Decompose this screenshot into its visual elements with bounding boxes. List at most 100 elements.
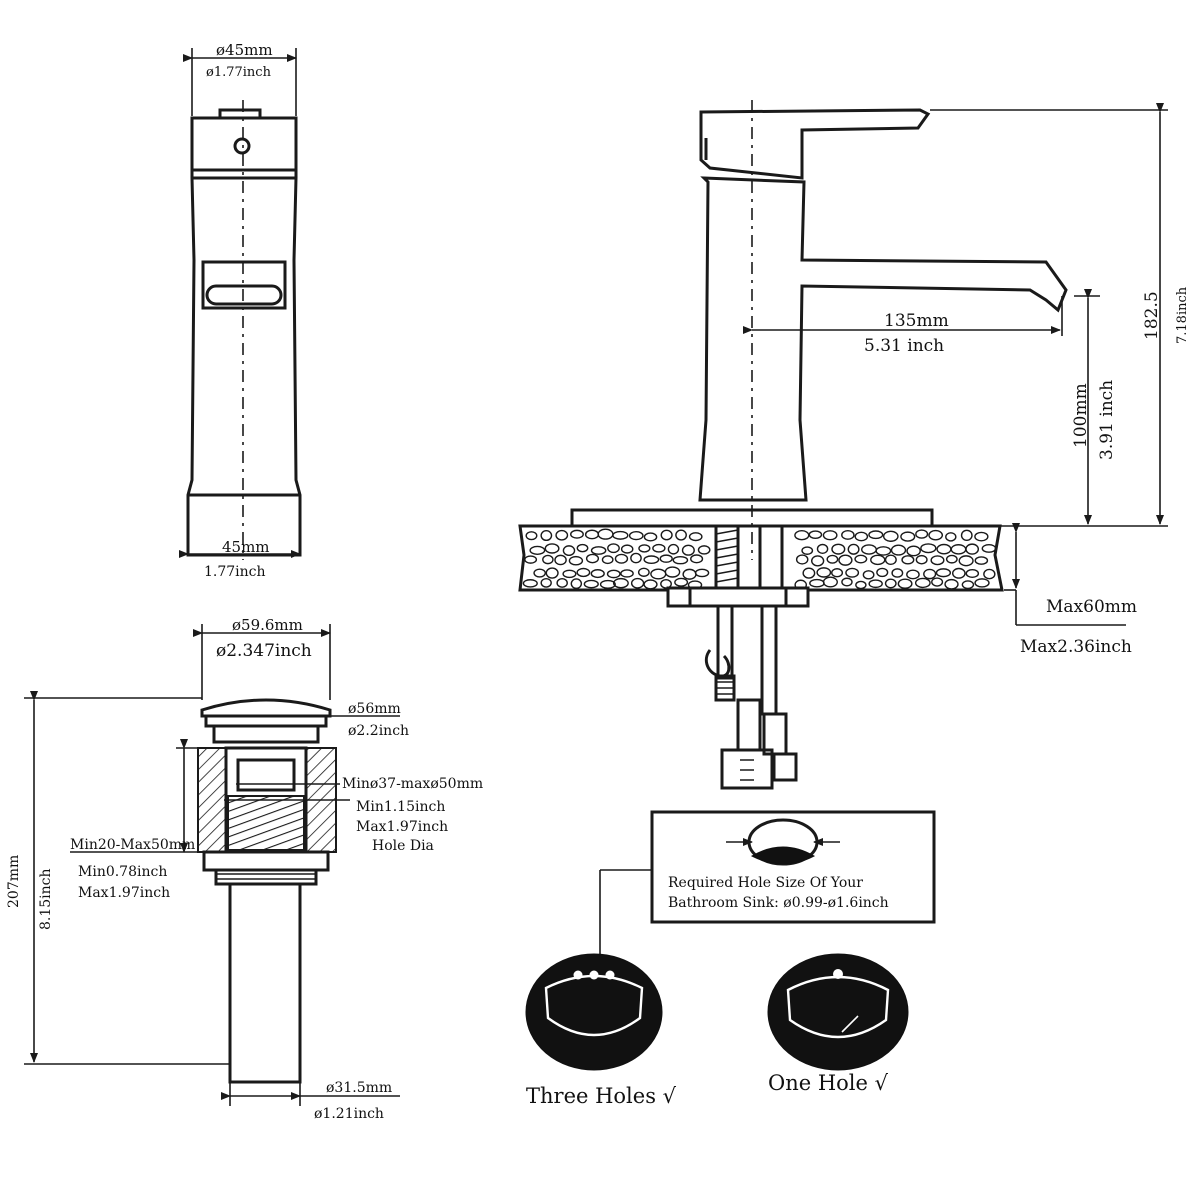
stone-texture — [802, 567, 816, 579]
stone-texture — [931, 577, 944, 587]
stone-texture — [688, 532, 703, 542]
stone-texture — [822, 576, 838, 588]
stone-texture — [900, 531, 916, 542]
stone-texture — [811, 555, 825, 567]
stone-texture — [855, 580, 867, 590]
drain-height-inch: 8.15inch — [38, 868, 54, 930]
stone-texture — [884, 578, 897, 589]
stone-texture — [847, 543, 860, 555]
stone-texture — [890, 544, 907, 556]
stone-texture — [822, 530, 838, 541]
stone-texture — [524, 555, 538, 564]
stone-texture — [841, 530, 855, 540]
stone-texture — [660, 579, 672, 589]
stone-texture — [682, 568, 697, 580]
stone-texture — [540, 530, 553, 542]
stone-texture — [606, 569, 621, 579]
stone-texture — [576, 567, 591, 578]
drain-cap-dia-inch: ø2.347inch — [216, 641, 312, 661]
sink-thickness-max-inch: Max1.97inch — [78, 885, 170, 901]
hole-min-inch: Min1.15inch — [356, 799, 445, 815]
reach-mm: 135mm — [884, 311, 949, 331]
deck-thickness-mm: Max60mm — [1046, 597, 1137, 617]
stone-texture — [958, 555, 974, 567]
stone-texture — [570, 529, 584, 539]
stone-texture — [826, 554, 839, 564]
stone-texture — [794, 530, 810, 541]
stone-texture — [882, 530, 899, 542]
total-height-mm: 182.5 — [1142, 291, 1162, 340]
sink-thickness-mm: Min20-Max50mm — [70, 837, 195, 853]
stone-texture — [638, 544, 651, 553]
stone-texture — [681, 544, 695, 556]
faucet-side-view: 135mm 5.31 inch 100mm 3.91 inch 182.5 7.… — [518, 100, 1190, 790]
stone-texture — [522, 579, 538, 588]
stone-texture — [915, 529, 929, 539]
drain-height-mm: 207mm — [6, 855, 22, 908]
stone-texture — [533, 568, 546, 578]
stone-texture — [974, 578, 990, 588]
stone-texture — [974, 556, 989, 565]
sink-thickness-min-inch: Min0.78inch — [78, 864, 167, 880]
stone-texture — [597, 528, 614, 540]
stone-texture — [590, 546, 607, 555]
stone-texture — [897, 578, 913, 589]
stone-texture — [841, 577, 853, 587]
stone-texture — [650, 568, 667, 580]
tailpiece-dia-inch: ø1.21inch — [314, 1106, 384, 1122]
stone-texture — [816, 543, 829, 555]
stone-texture — [930, 555, 945, 566]
top-diameter-mm: ø45mm — [216, 41, 273, 59]
stone-texture — [672, 555, 689, 565]
stone-texture — [861, 544, 877, 555]
stone-texture — [875, 546, 892, 556]
stone-texture — [562, 569, 577, 579]
total-height-inch: 7.18inch — [1175, 286, 1190, 344]
drain-ring-dia-inch: ø2.2inch — [348, 723, 409, 739]
stone-texture — [983, 568, 996, 580]
drain-cap-dia-mm: ø59.6mm — [232, 616, 303, 634]
top-diameter-inch: ø1.77inch — [206, 65, 272, 80]
one-hole-sink: One Hole √ — [767, 953, 909, 1095]
stone-texture — [568, 555, 584, 566]
stone-texture — [585, 553, 600, 564]
stone-texture — [935, 568, 952, 578]
stone-texture — [831, 568, 844, 578]
stone-texture — [965, 568, 980, 579]
stone-texture — [554, 554, 567, 566]
stone-texture — [690, 554, 704, 564]
stone-texture — [936, 543, 952, 555]
hole-dia-label: Hole Dia — [372, 838, 434, 854]
stone-texture — [923, 568, 937, 580]
stone-texture — [809, 578, 825, 588]
pop-up-drain-view: ø59.6mm ø2.347inch ø56mm ø2.2inch Minø37… — [6, 616, 483, 1122]
hole-range-mm: Minø37-maxø50mm — [342, 776, 483, 792]
stone-texture — [816, 567, 832, 578]
stone-texture — [808, 530, 823, 540]
hole-size-note: Required Hole Size Of Your Bathroom Sink… — [599, 810, 936, 960]
stone-texture — [915, 554, 928, 565]
stone-texture — [630, 577, 645, 589]
stone-texture — [928, 529, 944, 541]
reach-inch: 5.31 inch — [864, 336, 944, 356]
stone-texture — [545, 567, 559, 579]
stone-texture — [945, 554, 958, 564]
stone-texture — [675, 529, 687, 541]
required-hole-line1: Required Hole Size Of Your — [668, 875, 863, 891]
stone-texture — [981, 544, 997, 553]
stone-texture — [965, 543, 980, 555]
tailpiece-dia-mm: ø31.5mm — [326, 1080, 392, 1096]
stone-texture — [795, 554, 809, 565]
required-hole-line2: Bathroom Sink: ø0.99-ø1.6inch — [668, 895, 889, 911]
stone-texture — [854, 554, 868, 564]
stone-texture — [674, 577, 689, 587]
stone-texture — [697, 545, 711, 555]
stone-texture — [961, 580, 975, 590]
stone-texture — [906, 569, 920, 580]
stone-texture — [584, 529, 600, 540]
stone-texture — [630, 552, 642, 564]
hole-max-inch: Max1.97inch — [356, 819, 448, 835]
stone-texture — [601, 555, 614, 565]
stone-texture — [637, 567, 650, 577]
